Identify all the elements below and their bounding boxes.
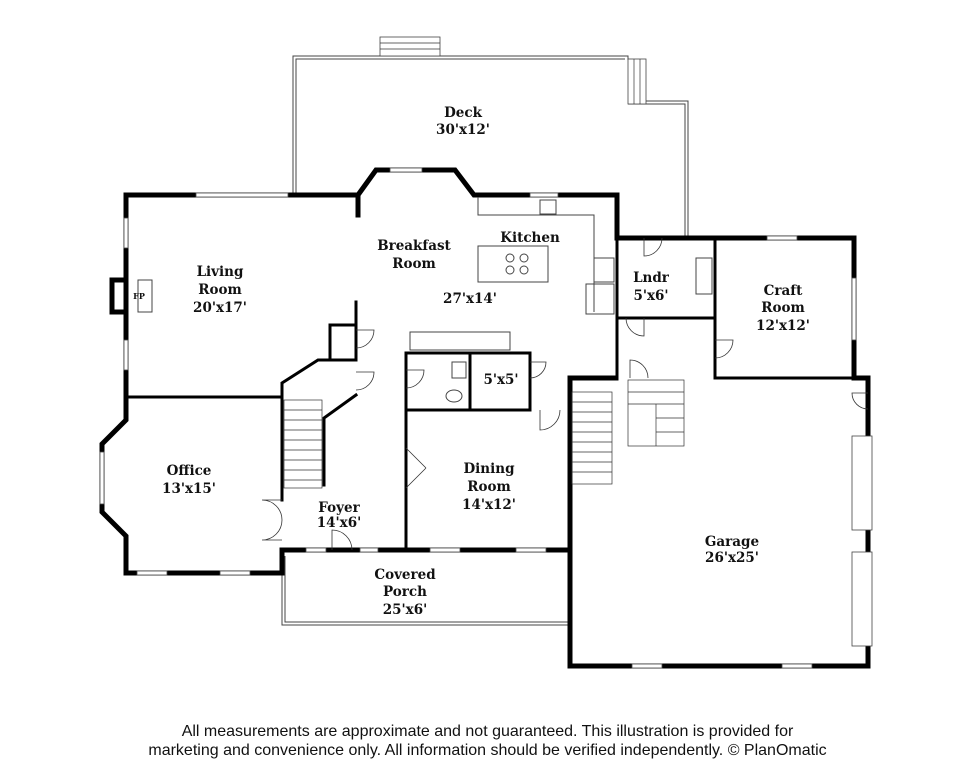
interior-walls — [124, 236, 856, 552]
office-size: 13'x15' — [162, 481, 216, 497]
porch-name-2: Porch — [383, 584, 427, 600]
deck-name: Deck — [444, 105, 483, 121]
toilet-icon — [445, 389, 463, 403]
room-labels: Deck 30'x12' Breakfast Room Kitchen 27'x… — [133, 105, 810, 618]
garage-size: 26'x25' — [705, 550, 759, 566]
bath-size: 5'x5' — [483, 372, 518, 388]
living-room-size: 20'x17' — [193, 300, 247, 316]
exterior-walls — [99, 167, 871, 669]
breakfast-room-name-1: Breakfast — [377, 238, 451, 254]
deck-stairs-right — [627, 58, 647, 105]
craft-room-name-1: Craft — [764, 283, 803, 299]
porch-outline — [281, 556, 570, 626]
appliance-icon — [593, 257, 615, 283]
kitchen-island — [477, 245, 549, 283]
living-room-name-1: Living — [197, 264, 244, 280]
craft-room-name-2: Room — [761, 300, 805, 316]
office-name: Office — [167, 463, 212, 479]
foyer-size: 14'x6' — [317, 515, 362, 531]
fireplace-hearth — [137, 279, 153, 313]
refrigerator-icon — [585, 283, 615, 315]
garage-name: Garage — [705, 534, 759, 550]
deck-outline — [292, 36, 689, 236]
living-room-name-2: Room — [198, 282, 242, 298]
laundry-size: 5'x6' — [633, 288, 668, 304]
disclaimer-line-1: All measurements are approximate and not… — [181, 723, 794, 740]
deck-size: 30'x12' — [436, 122, 490, 138]
sink-icon — [539, 199, 557, 215]
disclaimer-line-2: marketing and convenience only. All info… — [148, 742, 827, 759]
windows — [99, 167, 873, 669]
cooktop-burner — [505, 265, 515, 275]
fireplace-label: FP — [133, 291, 145, 301]
bath-sink-icon — [451, 361, 467, 379]
kitchen-name: Kitchen — [500, 230, 560, 246]
porch-name-1: Covered — [374, 567, 436, 583]
deck-stairs-top — [379, 36, 441, 57]
cooktop-burner — [505, 253, 515, 263]
floor-plan: Deck 30'x12' Breakfast Room Kitchen 27'x… — [99, 36, 873, 669]
foyer-name: Foyer — [318, 500, 360, 516]
craft-room-size: 12'x12' — [756, 318, 810, 334]
dining-room-name-2: Room — [467, 479, 511, 495]
washer-dryer-icon — [695, 257, 713, 295]
porch-size: 25'x6' — [383, 602, 428, 618]
kitchen-size: 27'x14' — [443, 291, 497, 307]
counter — [409, 331, 511, 351]
laundry-name: Lndr — [633, 270, 670, 286]
cooktop-burner — [519, 265, 529, 275]
breakfast-room-name-2: Room — [392, 256, 436, 272]
doors — [261, 237, 869, 551]
cooktop-burner — [519, 253, 529, 263]
stairs — [283, 379, 685, 489]
fixtures — [137, 197, 713, 403]
disclaimer-text: All measurements are approximate and not… — [0, 722, 975, 760]
dining-room-name-1: Dining — [463, 461, 515, 477]
dining-room-size: 14'x12' — [462, 497, 516, 513]
